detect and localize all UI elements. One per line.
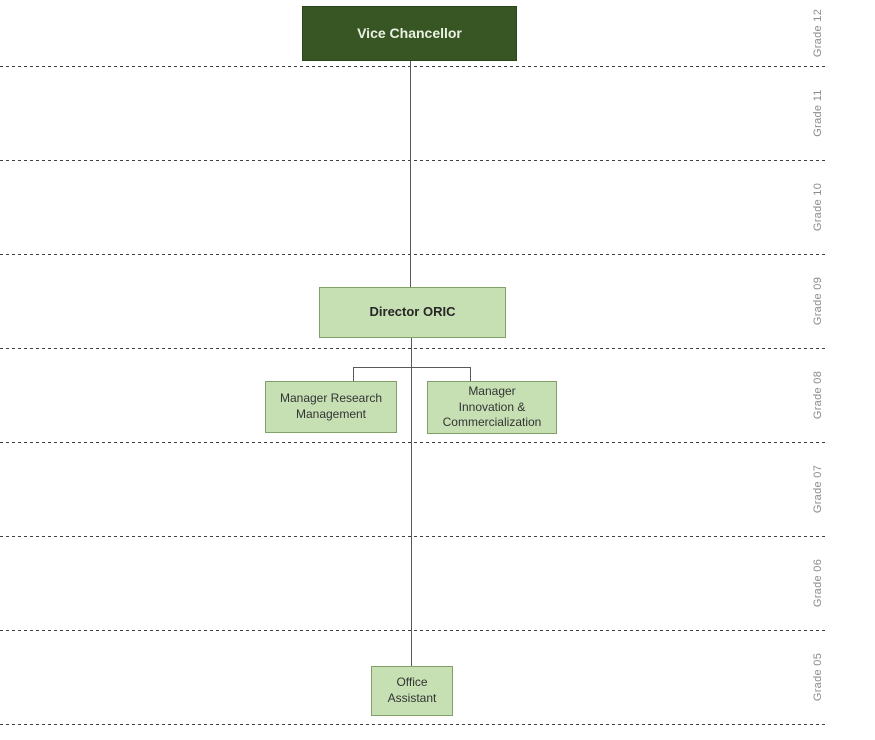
org-node-manager-innovation: Manager Innovation & Commercialization <box>427 381 557 434</box>
grade-label-08: Grade 08 <box>808 348 828 442</box>
grade-label-07: Grade 07 <box>808 442 828 536</box>
grade-label-09: Grade 09 <box>808 254 828 348</box>
node-label-line: Commercialization <box>442 415 542 430</box>
node-label-line: Manager <box>468 384 516 399</box>
grade-divider <box>0 630 828 631</box>
grade-label-11: Grade 11 <box>808 66 828 160</box>
connector-branch-horizontal <box>353 367 471 368</box>
node-label-line: Management <box>295 407 367 421</box>
grade-divider <box>0 724 828 725</box>
grade-label-06: Grade 06 <box>808 536 828 630</box>
grade-label-text: Grade 12 <box>812 8 824 58</box>
connector-stub-left <box>353 367 354 381</box>
grade-divider <box>0 160 828 161</box>
node-label-line: Manager Research <box>279 391 383 406</box>
node-label-line: Assistant <box>387 691 437 705</box>
node-label: Vice Chancellor <box>357 25 462 42</box>
connector-stub-right <box>470 367 471 381</box>
grade-divider <box>0 536 828 537</box>
grade-divider <box>0 348 828 349</box>
grade-divider <box>0 442 828 443</box>
org-node-manager-research: Manager Research Management <box>265 381 397 433</box>
grade-label-text: Grade 09 <box>812 276 824 326</box>
grade-divider <box>0 66 828 67</box>
grade-label-text: Grade 10 <box>812 182 824 232</box>
grade-label-text: Grade 11 <box>812 89 824 137</box>
node-label-line: Innovation & <box>458 399 526 414</box>
grade-label-10: Grade 10 <box>808 160 828 254</box>
connector-director-to-assistant <box>411 338 412 666</box>
grade-label-text: Grade 05 <box>812 652 824 702</box>
grade-divider <box>0 254 828 255</box>
grade-label-text: Grade 06 <box>812 558 824 608</box>
grade-label-05: Grade 05 <box>808 630 828 724</box>
connector-vc-to-director <box>410 61 411 287</box>
node-label-line: Office <box>396 675 428 690</box>
grade-label-text: Grade 07 <box>812 464 824 514</box>
node-label: Director ORIC <box>369 304 456 320</box>
org-node-office-assistant: Office Assistant <box>371 666 453 716</box>
org-node-vice-chancellor: Vice Chancellor <box>302 6 517 61</box>
grade-label-text: Grade 08 <box>812 370 824 420</box>
org-node-director-oric: Director ORIC <box>319 287 506 338</box>
